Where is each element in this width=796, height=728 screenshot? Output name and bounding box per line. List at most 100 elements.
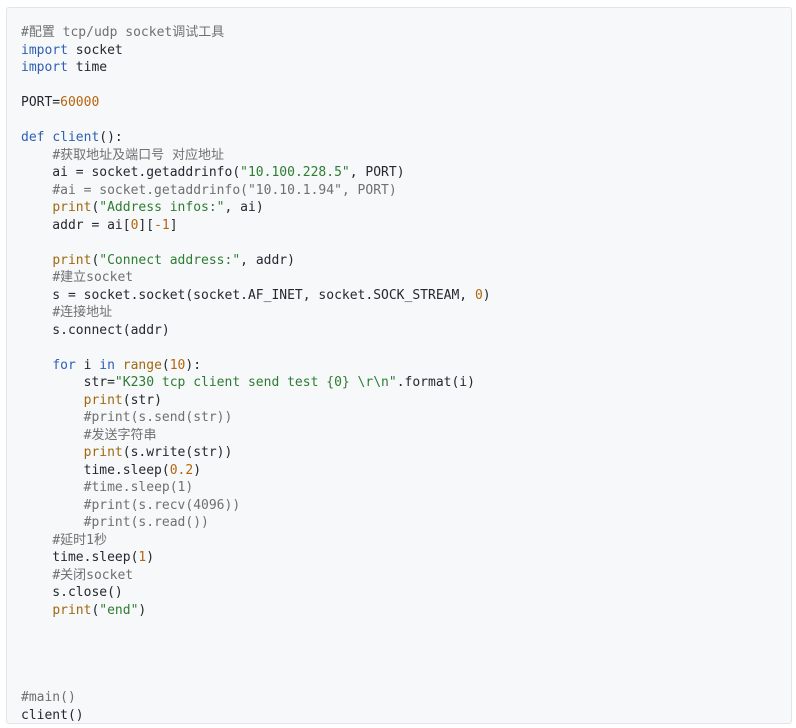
code-line: ai = socket.getaddrinfo("10.100.228.5", … — [21, 164, 491, 182]
code-token: ai = socket.getaddrinfo( — [21, 165, 241, 180]
code-token: "Connect address:" — [99, 252, 241, 268]
code-line: s.close() — [21, 584, 491, 602]
code-token — [21, 603, 52, 618]
code-token: ) — [193, 462, 202, 478]
code-token: ] — [169, 217, 178, 233]
code-token: print — [83, 445, 123, 460]
code-line: print("Address infos:", ai) — [21, 199, 491, 217]
code-line: time.sleep(0.2) — [21, 462, 491, 480]
code-token — [21, 393, 84, 408]
code-token: , PORT) — [349, 165, 405, 180]
code-token: , ai) — [224, 200, 264, 215]
code-token — [21, 533, 52, 548]
code-token: ( — [91, 200, 100, 215]
code-token — [21, 253, 52, 268]
code-token — [21, 498, 84, 513]
code-token: (str) — [122, 392, 162, 408]
code-token: time.sleep( — [21, 462, 170, 478]
code-token: s.connect(addr) — [21, 322, 170, 338]
code-line: print(s.write(str)) — [21, 444, 491, 462]
code-line: print("end") — [21, 602, 491, 620]
code-token: 0 — [474, 287, 483, 303]
code-token: "end" — [99, 602, 139, 618]
code-token: #获取地址及端口号 对应地址 — [52, 147, 224, 163]
code-token: range — [122, 357, 162, 373]
code-token: time.sleep( — [21, 550, 139, 565]
code-line — [21, 234, 491, 252]
code-line: str="K230 tcp client send test {0} \r\n"… — [21, 374, 491, 392]
code-token — [115, 358, 123, 373]
code-line: #连接地址 — [21, 304, 491, 322]
code-line: #发送字符串 — [21, 427, 491, 445]
code-line: time.sleep(1) — [21, 549, 491, 567]
code-token: import — [21, 42, 68, 58]
code-token — [21, 480, 84, 495]
code-token: 0 — [130, 217, 139, 233]
code-line: client() — [21, 707, 491, 724]
code-token: #建立socket — [52, 270, 134, 285]
code-token: in — [99, 357, 115, 373]
code-token: ][ — [138, 217, 155, 233]
code-token: #连接地址 — [52, 305, 113, 320]
code-token: "Address infos:" — [99, 200, 225, 215]
code-token: client — [52, 130, 100, 145]
code-token — [21, 270, 52, 285]
code-token: 60000 — [60, 95, 100, 110]
code-token: str= — [21, 375, 115, 390]
code-token: , addr) — [240, 252, 295, 268]
code-line: #print(s.send(str)) — [21, 409, 491, 427]
code-token: i — [75, 357, 100, 373]
code-line: #print(s.recv(4096)) — [21, 497, 491, 515]
code-token: #关闭socket — [52, 567, 134, 583]
code-line: #建立socket — [21, 269, 491, 287]
code-token: s.close() — [21, 585, 123, 600]
code-token: 10 — [169, 357, 186, 373]
code-token: ) — [138, 602, 147, 618]
code-token: print — [52, 602, 92, 618]
code-token: (): — [99, 130, 123, 145]
code-token: #print(s.recv(4096)) — [83, 497, 241, 513]
code-token: #配置 tcp/udp socket调试工具 — [21, 25, 225, 40]
code-token: #main() — [21, 690, 76, 705]
code-line: PORT=60000 — [21, 94, 491, 112]
code-line: import socket — [21, 42, 491, 60]
code-line — [21, 339, 491, 357]
code-token: print — [52, 252, 92, 268]
code-token — [21, 410, 84, 425]
code-token: socket — [67, 42, 123, 58]
code-line — [21, 672, 491, 690]
code-line — [21, 654, 491, 672]
code-token: #print(s.send(str)) — [83, 410, 233, 425]
code-line: #ai = socket.getaddrinfo("10.10.1.94", P… — [21, 182, 491, 200]
code-token: #发送字符串 — [83, 427, 157, 443]
code-line: for i in range(10): — [21, 357, 491, 375]
code-line — [21, 637, 491, 655]
code-token — [21, 200, 52, 215]
code-token: s = socket.socket(socket.AF_INET, socket… — [21, 287, 475, 303]
code-token — [21, 148, 52, 163]
code-token: #ai = socket.getaddrinfo("10.10.1.94", P… — [52, 182, 397, 198]
code-line: #配置 tcp/udp socket调试工具 — [21, 24, 491, 42]
code-token: #print(s.read()) — [83, 515, 209, 530]
code-token — [21, 428, 84, 443]
code-line: addr = ai[0][-1] — [21, 217, 491, 235]
code-token: 1 — [138, 550, 147, 565]
code-token: ): — [185, 357, 202, 373]
code-token — [21, 183, 52, 198]
code-line: #time.sleep(1) — [21, 479, 491, 497]
code-line: #获取地址及端口号 对应地址 — [21, 147, 491, 165]
code-line — [21, 77, 491, 95]
code-token: "K230 tcp client send test {0} \r\n" — [114, 375, 397, 390]
code-token: .format(i) — [396, 375, 475, 390]
code-token: "10.100.228.5" — [240, 165, 350, 180]
code-line: print("Connect address:", addr) — [21, 252, 491, 270]
code-line: #延时1秒 — [21, 532, 491, 550]
code-token: ) — [482, 287, 491, 303]
code-line: #print(s.read()) — [21, 514, 491, 532]
code-token — [21, 445, 84, 460]
code-token: (s.write(str)) — [122, 445, 233, 460]
code-line: s = socket.socket(socket.AF_INET, socket… — [21, 287, 491, 305]
code-token: -1 — [154, 217, 170, 233]
